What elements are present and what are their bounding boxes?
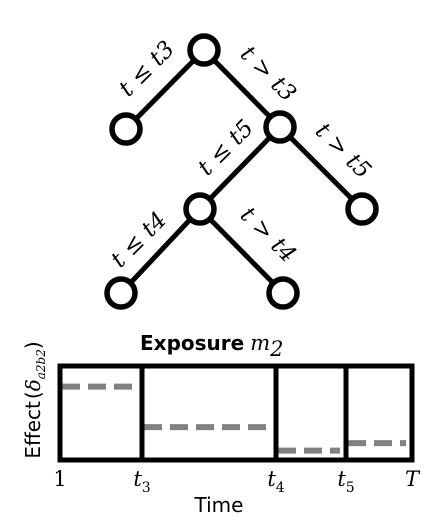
panel-title-subscript: 2 [269, 337, 283, 361]
x-tick-label: T [405, 467, 421, 491]
tree-edge-n3-right [197, 206, 286, 296]
edge-label-n2-left: t ≤ t5 [193, 115, 259, 181]
tree-node-split-t4 [183, 192, 217, 226]
x-axis-label: Time [194, 493, 244, 517]
tree-leaf-before-t3 [109, 112, 143, 146]
y-axis-label: Effect (δa2b2) [21, 341, 48, 458]
x-tick-label: t5 [337, 467, 354, 496]
tree-edge-root-right [201, 47, 283, 130]
tree-leaf-after-t4 [266, 276, 300, 310]
tree-leaf-before-t4 [104, 276, 138, 310]
panel-title-text: Exposure [140, 331, 244, 355]
y-axis-label-subscript: a2b2 [34, 349, 48, 379]
edge-label-n2-right: t > t5 [310, 118, 376, 184]
tree-node-root [187, 33, 221, 67]
panel-title-math: m [250, 331, 270, 355]
plot-frame [57, 363, 415, 463]
edge-label-root-left: t ≤ t3 [114, 36, 180, 102]
edge-label-n3-right: t > t4 [235, 202, 301, 268]
tree-leaf-after-t5 [345, 192, 379, 226]
tree-edge-n3-left [118, 206, 203, 296]
tree-node-split-t5 [263, 110, 297, 144]
tree-edge-n2-right [277, 124, 365, 212]
tree-edge-n2-left [197, 124, 283, 212]
effect-levels [62, 383, 406, 454]
x-tick-label: t3 [133, 467, 150, 496]
y-axis-label-close-paren: ) [21, 341, 45, 349]
edge-label-n3-left: t ≤ t4 [106, 207, 172, 273]
edge-label-root-right: t > t3 [235, 41, 301, 107]
y-axis-label-open-paren: ( [21, 391, 45, 399]
y-axis-label-math: δ [21, 379, 45, 391]
tree-edge-root-left [123, 47, 207, 132]
x-tick-label: t4 [267, 467, 284, 496]
x-tick-labels: 1 t3 t4 t5 T [53, 467, 421, 496]
decision-tree: t ≤ t3 t > t3 t ≤ t5 t > t5 t ≤ t4 t > t… [104, 33, 379, 310]
y-axis-label-text: Effect [21, 401, 45, 459]
x-tick-label: 1 [53, 467, 66, 491]
